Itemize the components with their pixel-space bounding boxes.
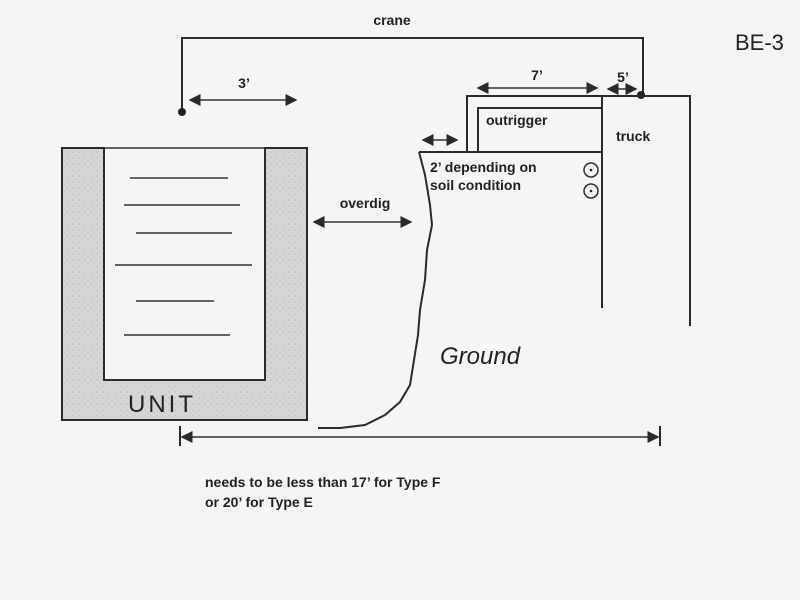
unit-label: UNIT <box>128 391 196 418</box>
outrigger-outline <box>477 107 603 152</box>
excavation-wall <box>318 151 434 429</box>
dimension-label-5ft: 5’ <box>617 69 629 85</box>
ground-label: Ground <box>440 343 521 370</box>
overdig-label: overdig <box>340 195 391 211</box>
crane-label: crane <box>373 12 411 28</box>
note-line2: or 20’ for Type E <box>205 494 313 510</box>
soil-note-line2: soil condition <box>430 177 521 193</box>
note-line1: needs to be less than 17’ for Type F <box>205 474 441 490</box>
soil-note-line1: 2’ depending on <box>430 159 537 175</box>
truck-outline <box>466 95 691 326</box>
slide-id: BE-3 <box>735 30 784 55</box>
wheel-icon <box>583 162 599 199</box>
dimension-label-7ft: 7’ <box>531 67 543 83</box>
unit-vault <box>61 147 308 421</box>
overall-dimension <box>179 426 661 446</box>
outrigger-label: outrigger <box>486 112 548 128</box>
dimension-label-3ft: 3’ <box>238 75 250 91</box>
truck-label: truck <box>616 128 650 144</box>
